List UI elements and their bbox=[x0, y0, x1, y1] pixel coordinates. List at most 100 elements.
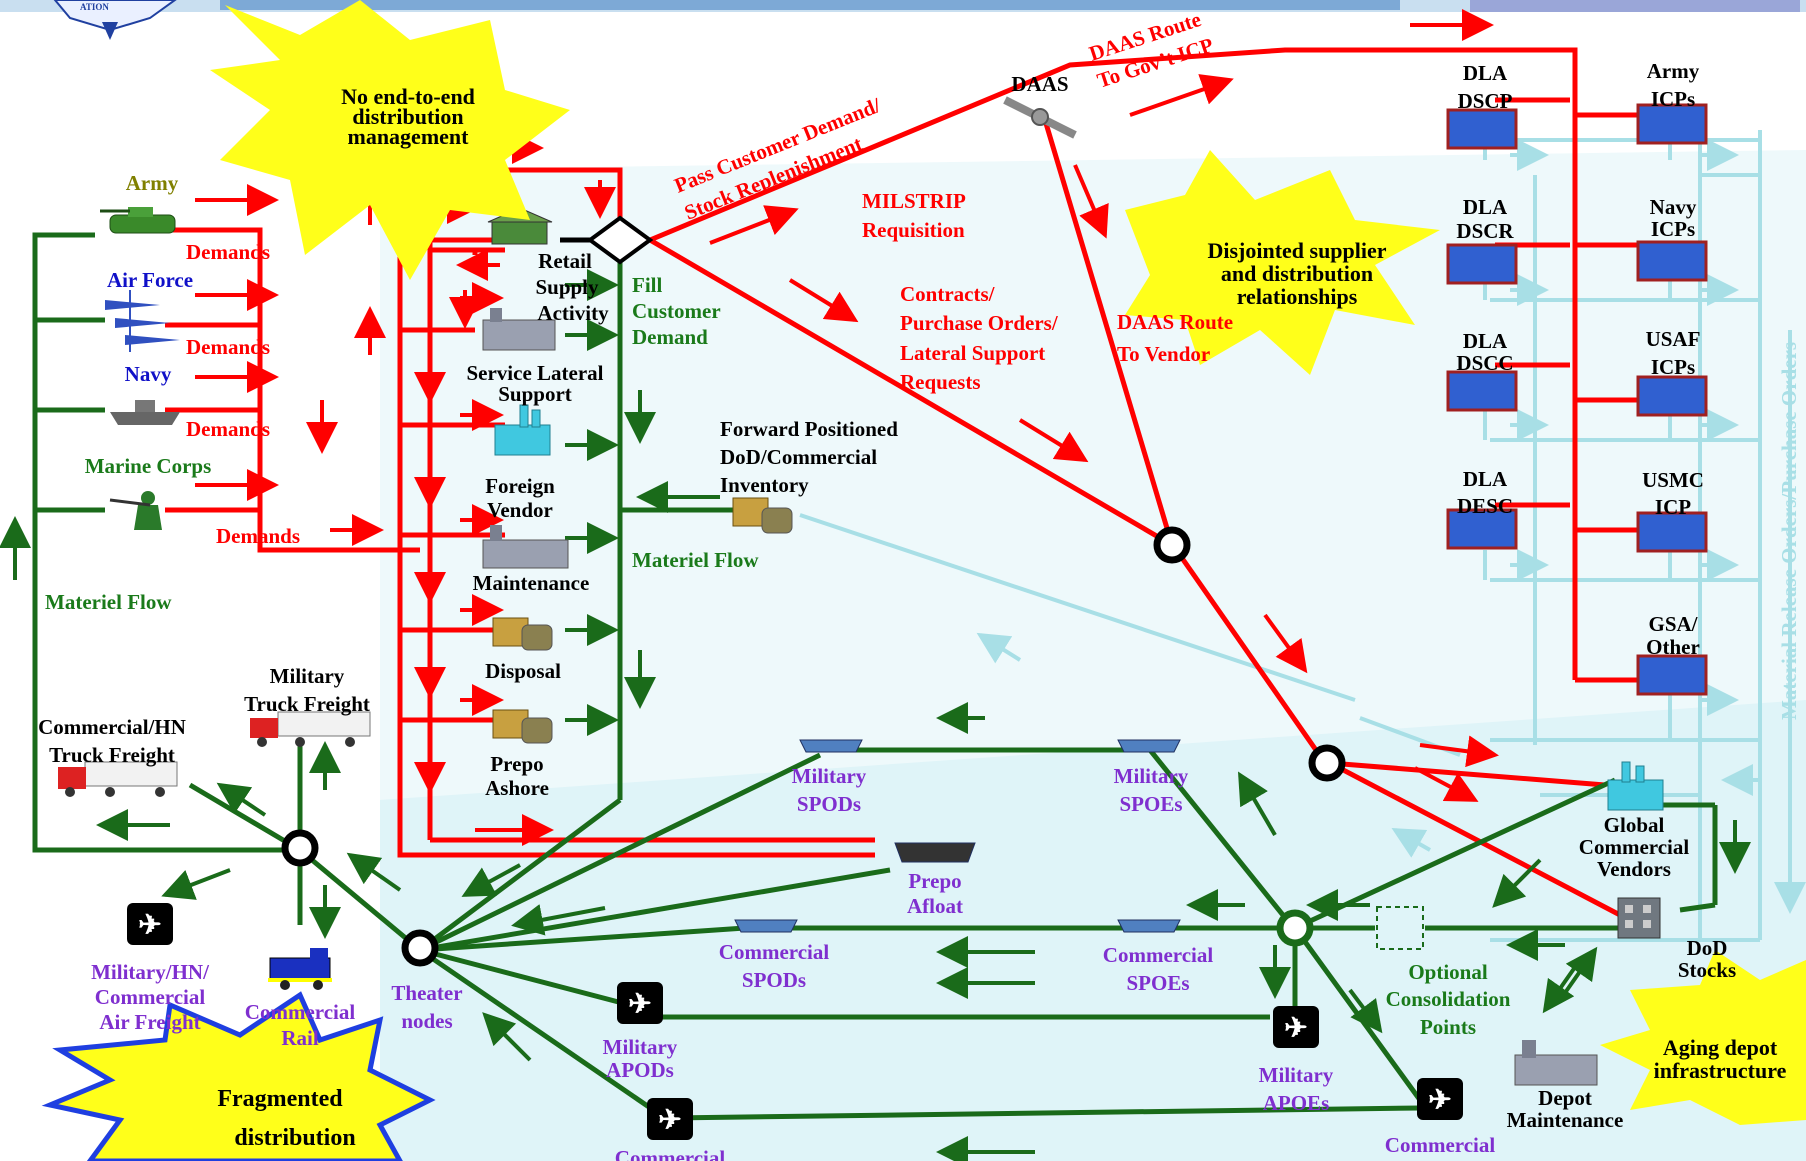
gsa-line1: GSA/ bbox=[1648, 612, 1698, 636]
optional-line2: Consolidation bbox=[1386, 987, 1511, 1011]
prepo-ashore-line2: Ashore bbox=[485, 776, 549, 800]
army-label: Army bbox=[126, 171, 179, 195]
callout-aging-line2: infrastructure bbox=[1654, 1058, 1787, 1083]
callout-disjointed-line1: Disjointed supplier bbox=[1207, 238, 1386, 263]
soldier-icon bbox=[109, 491, 162, 530]
mil-hn-air-line1: Military/HN/ bbox=[91, 960, 210, 984]
forward-inventory-labels: Forward Positioned DoD/Commercial Invent… bbox=[720, 417, 898, 497]
global-vendor-icon bbox=[1607, 761, 1664, 811]
theater-line2: nodes bbox=[401, 1009, 452, 1033]
commercial-spoe-ship-icon bbox=[1117, 919, 1181, 933]
prepo-afloat-line2: Afloat bbox=[907, 894, 963, 918]
svg-text:✈: ✈ bbox=[658, 1105, 681, 1136]
maintenance-label: Maintenance bbox=[473, 571, 590, 595]
svg-text:management: management bbox=[348, 124, 470, 149]
optional-line1: Optional bbox=[1408, 960, 1488, 984]
mil-hn-air-line3: Air Freight bbox=[99, 1010, 200, 1034]
foreign-vendor-line2: Vendor bbox=[487, 498, 553, 522]
theater-node bbox=[401, 929, 439, 967]
global-vendors-line2: Commercial bbox=[1579, 835, 1690, 859]
dla-dscp-line1: DLA bbox=[1463, 61, 1508, 85]
fill-line2: Customer bbox=[632, 299, 721, 323]
comm-truck-line1: Commercial/HN bbox=[38, 715, 186, 739]
military-apoes-airport-icon: ✈ bbox=[1273, 1006, 1319, 1048]
dla-dscr-building bbox=[1446, 243, 1518, 285]
usmc-icp-line1: USMC bbox=[1642, 468, 1704, 492]
callout-no-end-to-end: No end-to-end distribution management bbox=[210, 0, 570, 280]
army-icps-building bbox=[1636, 103, 1708, 145]
mil-truck-line2: Truck Freight bbox=[244, 692, 370, 716]
fill-line3: Demand bbox=[632, 325, 708, 349]
retail-line1: Retail bbox=[538, 249, 592, 273]
material-release-vertical-label: Material Release Orders/Purchase Orders bbox=[1777, 342, 1801, 720]
callout-aging-line1: Aging depot bbox=[1663, 1035, 1778, 1060]
daas-route-vendor-line1: DAAS Route bbox=[1117, 310, 1233, 334]
dla-dscc-line1: DLA bbox=[1463, 329, 1508, 353]
release-arrows bbox=[976, 139, 1806, 914]
icp-labels: DLA DSCP DLA DSCR DLA DSCC DLA DESC Army… bbox=[1456, 59, 1704, 659]
depot-line1: Depot bbox=[1538, 1086, 1592, 1110]
logo: ATION bbox=[53, 0, 177, 40]
dla-dscr-line2: DSCR bbox=[1456, 219, 1514, 243]
daas-label: DAAS bbox=[1011, 72, 1068, 96]
mil-spoes-line2: SPOEs bbox=[1119, 792, 1182, 816]
callout-fragmented-line2: distribution bbox=[234, 1125, 355, 1151]
commercial-apods-airport-icon: ✈ bbox=[647, 1098, 693, 1140]
junction-node-vendor bbox=[1308, 744, 1346, 782]
comm-rail-line2: Rail bbox=[281, 1026, 319, 1050]
army-icps-line1: Army bbox=[1647, 59, 1700, 83]
military-apods-airport-icon: ✈ bbox=[617, 982, 663, 1024]
dla-desc-line1: DLA bbox=[1463, 467, 1508, 491]
disposal-icon bbox=[492, 617, 553, 651]
tank-icon bbox=[100, 207, 176, 234]
train-icon bbox=[268, 948, 332, 990]
foreign-vendor-icon bbox=[494, 404, 551, 456]
fill-line1: Fill bbox=[632, 273, 662, 297]
military-spoe-ship-icon bbox=[1117, 739, 1181, 753]
navy-icps-line1: Navy bbox=[1650, 195, 1697, 219]
svg-text:No end-to-end: No end-to-end bbox=[341, 84, 475, 109]
commercial-apoes-airport-icon: ✈ bbox=[1417, 1078, 1463, 1120]
depot-icon bbox=[1514, 1040, 1598, 1086]
military-spod-ship-icon bbox=[799, 739, 863, 753]
comm-spoes-line2: SPOEs bbox=[1126, 971, 1189, 995]
dla-dscr-line1: DLA bbox=[1463, 195, 1508, 219]
forward-line2: DoD/Commercial bbox=[720, 445, 877, 469]
comm-apods-label: Commercial bbox=[615, 1146, 726, 1161]
navy-demands-label: Demands bbox=[186, 417, 270, 441]
daas-satellite-icon bbox=[1003, 96, 1077, 139]
fill-demand-labels: Fill Customer Demand Materiel Flow bbox=[632, 273, 759, 572]
materiel-flow-left-label: Materiel Flow bbox=[45, 590, 172, 614]
svg-text:✈: ✈ bbox=[1428, 1085, 1451, 1116]
dod-stocks-icon bbox=[1617, 897, 1661, 939]
service-labels: Army Air Force Navy Marine Corps Demands… bbox=[45, 171, 300, 614]
maintenance-icon bbox=[482, 525, 569, 569]
prepo-ashore-line1: Prepo bbox=[490, 752, 543, 776]
svg-text:✈: ✈ bbox=[1284, 1013, 1307, 1044]
callout-no-e2e-line2: distribution bbox=[352, 104, 463, 129]
retail-line2: Supply bbox=[535, 275, 599, 299]
nodes bbox=[281, 215, 1424, 967]
military-truck-icon bbox=[250, 711, 371, 747]
prepo-afloat-line1: Prepo bbox=[908, 869, 961, 893]
usaf-icps-line2: ICPs bbox=[1651, 355, 1695, 379]
comm-spods-line1: Commercial bbox=[719, 940, 830, 964]
daas-route-vendor-line2: To Vendor bbox=[1117, 342, 1210, 366]
air-force-label: Air Force bbox=[107, 268, 193, 292]
milstrip-line2: Requisition bbox=[862, 218, 965, 242]
retail-diamond bbox=[586, 215, 654, 265]
mil-hn-air-airport-icon: ✈ bbox=[127, 903, 173, 945]
army-demands-label: Demands bbox=[186, 240, 270, 264]
retail-supply-icon bbox=[487, 207, 553, 245]
materiel-arrows bbox=[0, 269, 1751, 1161]
comm-spods-line2: SPODs bbox=[742, 968, 806, 992]
mil-apoes-line1: Military bbox=[1259, 1063, 1334, 1087]
callout-no-e2e-line3: management bbox=[348, 124, 470, 149]
dla-desc-line2: DESC bbox=[1457, 494, 1513, 518]
usaf-icps-building bbox=[1636, 375, 1708, 417]
mil-hn-air-line2: Commercial bbox=[95, 985, 206, 1009]
port-hub-node bbox=[1276, 909, 1314, 947]
forward-line3: Inventory bbox=[720, 473, 809, 497]
global-vendors-line1: Global bbox=[1604, 813, 1665, 837]
service-lateral-icon bbox=[482, 308, 556, 351]
